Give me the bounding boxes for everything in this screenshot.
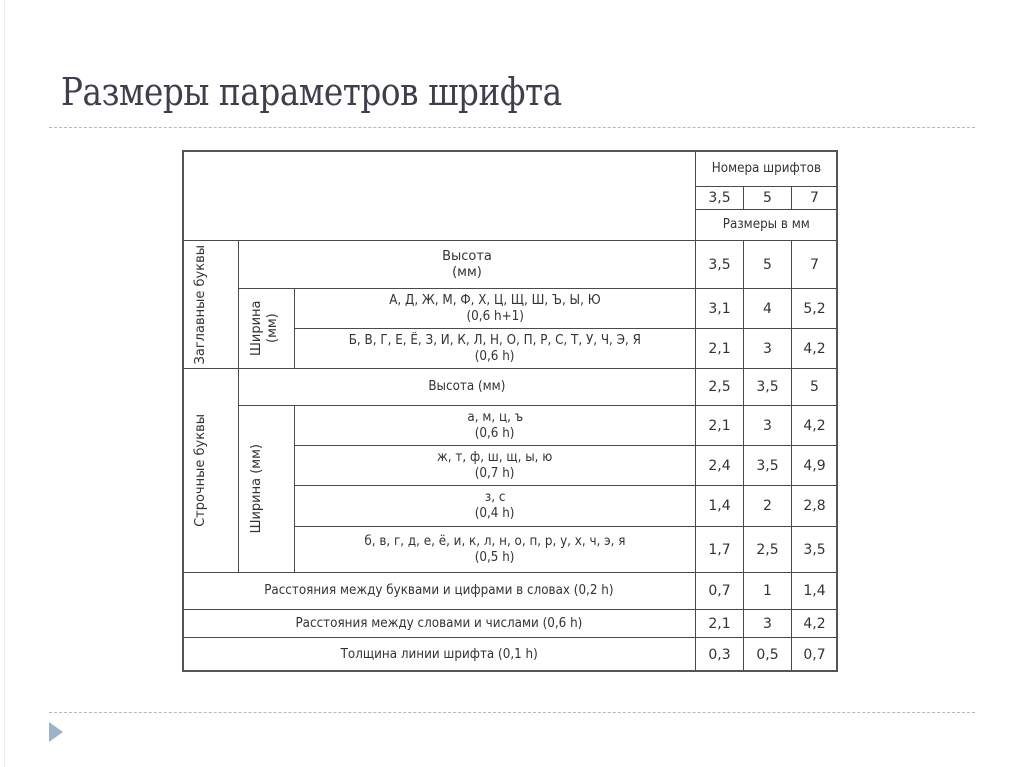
lowercase-width-row: а, м, ц, ъ (0,6 h): [294, 405, 696, 446]
value-cell: 5: [743, 240, 792, 289]
value-cell: 5: [791, 368, 838, 406]
value-cell: 3: [743, 328, 792, 369]
line-thickness-row: Толщина линии шрифта (0,1 h): [182, 637, 696, 672]
spacing-letters-row: Расстояния между буквами и цифрами в сло…: [182, 572, 696, 610]
value-cell: 2,8: [791, 485, 838, 527]
value-cell: 2,5: [743, 526, 792, 573]
value-cell: 4,2: [791, 328, 838, 369]
font-number-cell: 5: [743, 186, 792, 210]
value-cell: 2,1: [695, 328, 744, 369]
value-cell: 3,1: [695, 288, 744, 329]
value-cell: 0,3: [695, 637, 744, 672]
uppercase-width-label: Ширина (мм): [238, 288, 295, 369]
sizes-mm-header: Размеры в мм: [695, 209, 838, 241]
value-cell: 3: [743, 405, 792, 446]
value-cell: 2,1: [695, 405, 744, 446]
value-cell: 7: [791, 240, 838, 289]
slide-title: Размеры параметров шрифта: [61, 70, 562, 114]
lowercase-width-row: з, с (0,4 h): [294, 485, 696, 527]
spacing-words-row: Расстояния между словами и числами (0,6 …: [182, 609, 696, 638]
font-number-cell: 3,5: [695, 186, 744, 210]
value-cell: 1,7: [695, 526, 744, 573]
font-numbers-header: Номера шрифтов: [695, 150, 838, 187]
value-cell: 4,2: [791, 609, 838, 638]
title-divider: [49, 127, 975, 128]
value-cell: 5,2: [791, 288, 838, 329]
triangle-bullet-icon: [49, 722, 63, 742]
uppercase-width-row: Б, В, Г, Е, Ё, З, И, К, Л, Н, О, П, Р, С…: [294, 328, 696, 369]
value-cell: 2,4: [695, 445, 744, 486]
value-cell: 3,5: [695, 240, 744, 289]
lowercase-width-row: ж, т, ф, ш, щ, ы, ю (0,7 h): [294, 445, 696, 486]
value-cell: 0,5: [743, 637, 792, 672]
value-cell: 2: [743, 485, 792, 527]
uppercase-group-label: Заглавные буквы: [182, 240, 239, 369]
value-cell: 2,5: [695, 368, 744, 406]
uppercase-height-label: Высота (мм): [238, 240, 696, 289]
lowercase-width-row: б, в, г, д, е, ё, и, к, л, н, о, п, р, у…: [294, 526, 696, 573]
value-cell: 3,5: [743, 368, 792, 406]
header-empty-cell: [182, 150, 696, 241]
uppercase-width-row: А, Д, Ж, М, Ф, Х, Ц, Щ, Ш, Ъ, Ы, Ю (0,6 …: [294, 288, 696, 329]
slide-edge: [4, 0, 5, 767]
lowercase-group-label: Строчные буквы: [182, 368, 239, 573]
value-cell: 4,2: [791, 405, 838, 446]
lowercase-height-label: Высота (мм): [238, 368, 696, 406]
value-cell: 0,7: [791, 637, 838, 672]
font-number-cell: 7: [791, 186, 838, 210]
value-cell: 3,5: [791, 526, 838, 573]
footer-divider: [49, 712, 975, 713]
value-cell: 1: [743, 572, 792, 610]
value-cell: 1,4: [791, 572, 838, 610]
lowercase-width-label: Ширина (мм): [238, 405, 295, 573]
value-cell: 3: [743, 609, 792, 638]
value-cell: 4,9: [791, 445, 838, 486]
font-parameters-table: Номера шрифтов 3,5 5 7 Размеры в мм Загл…: [182, 150, 838, 672]
value-cell: 4: [743, 288, 792, 329]
value-cell: 2,1: [695, 609, 744, 638]
value-cell: 3,5: [743, 445, 792, 486]
value-cell: 1,4: [695, 485, 744, 527]
value-cell: 0,7: [695, 572, 744, 610]
